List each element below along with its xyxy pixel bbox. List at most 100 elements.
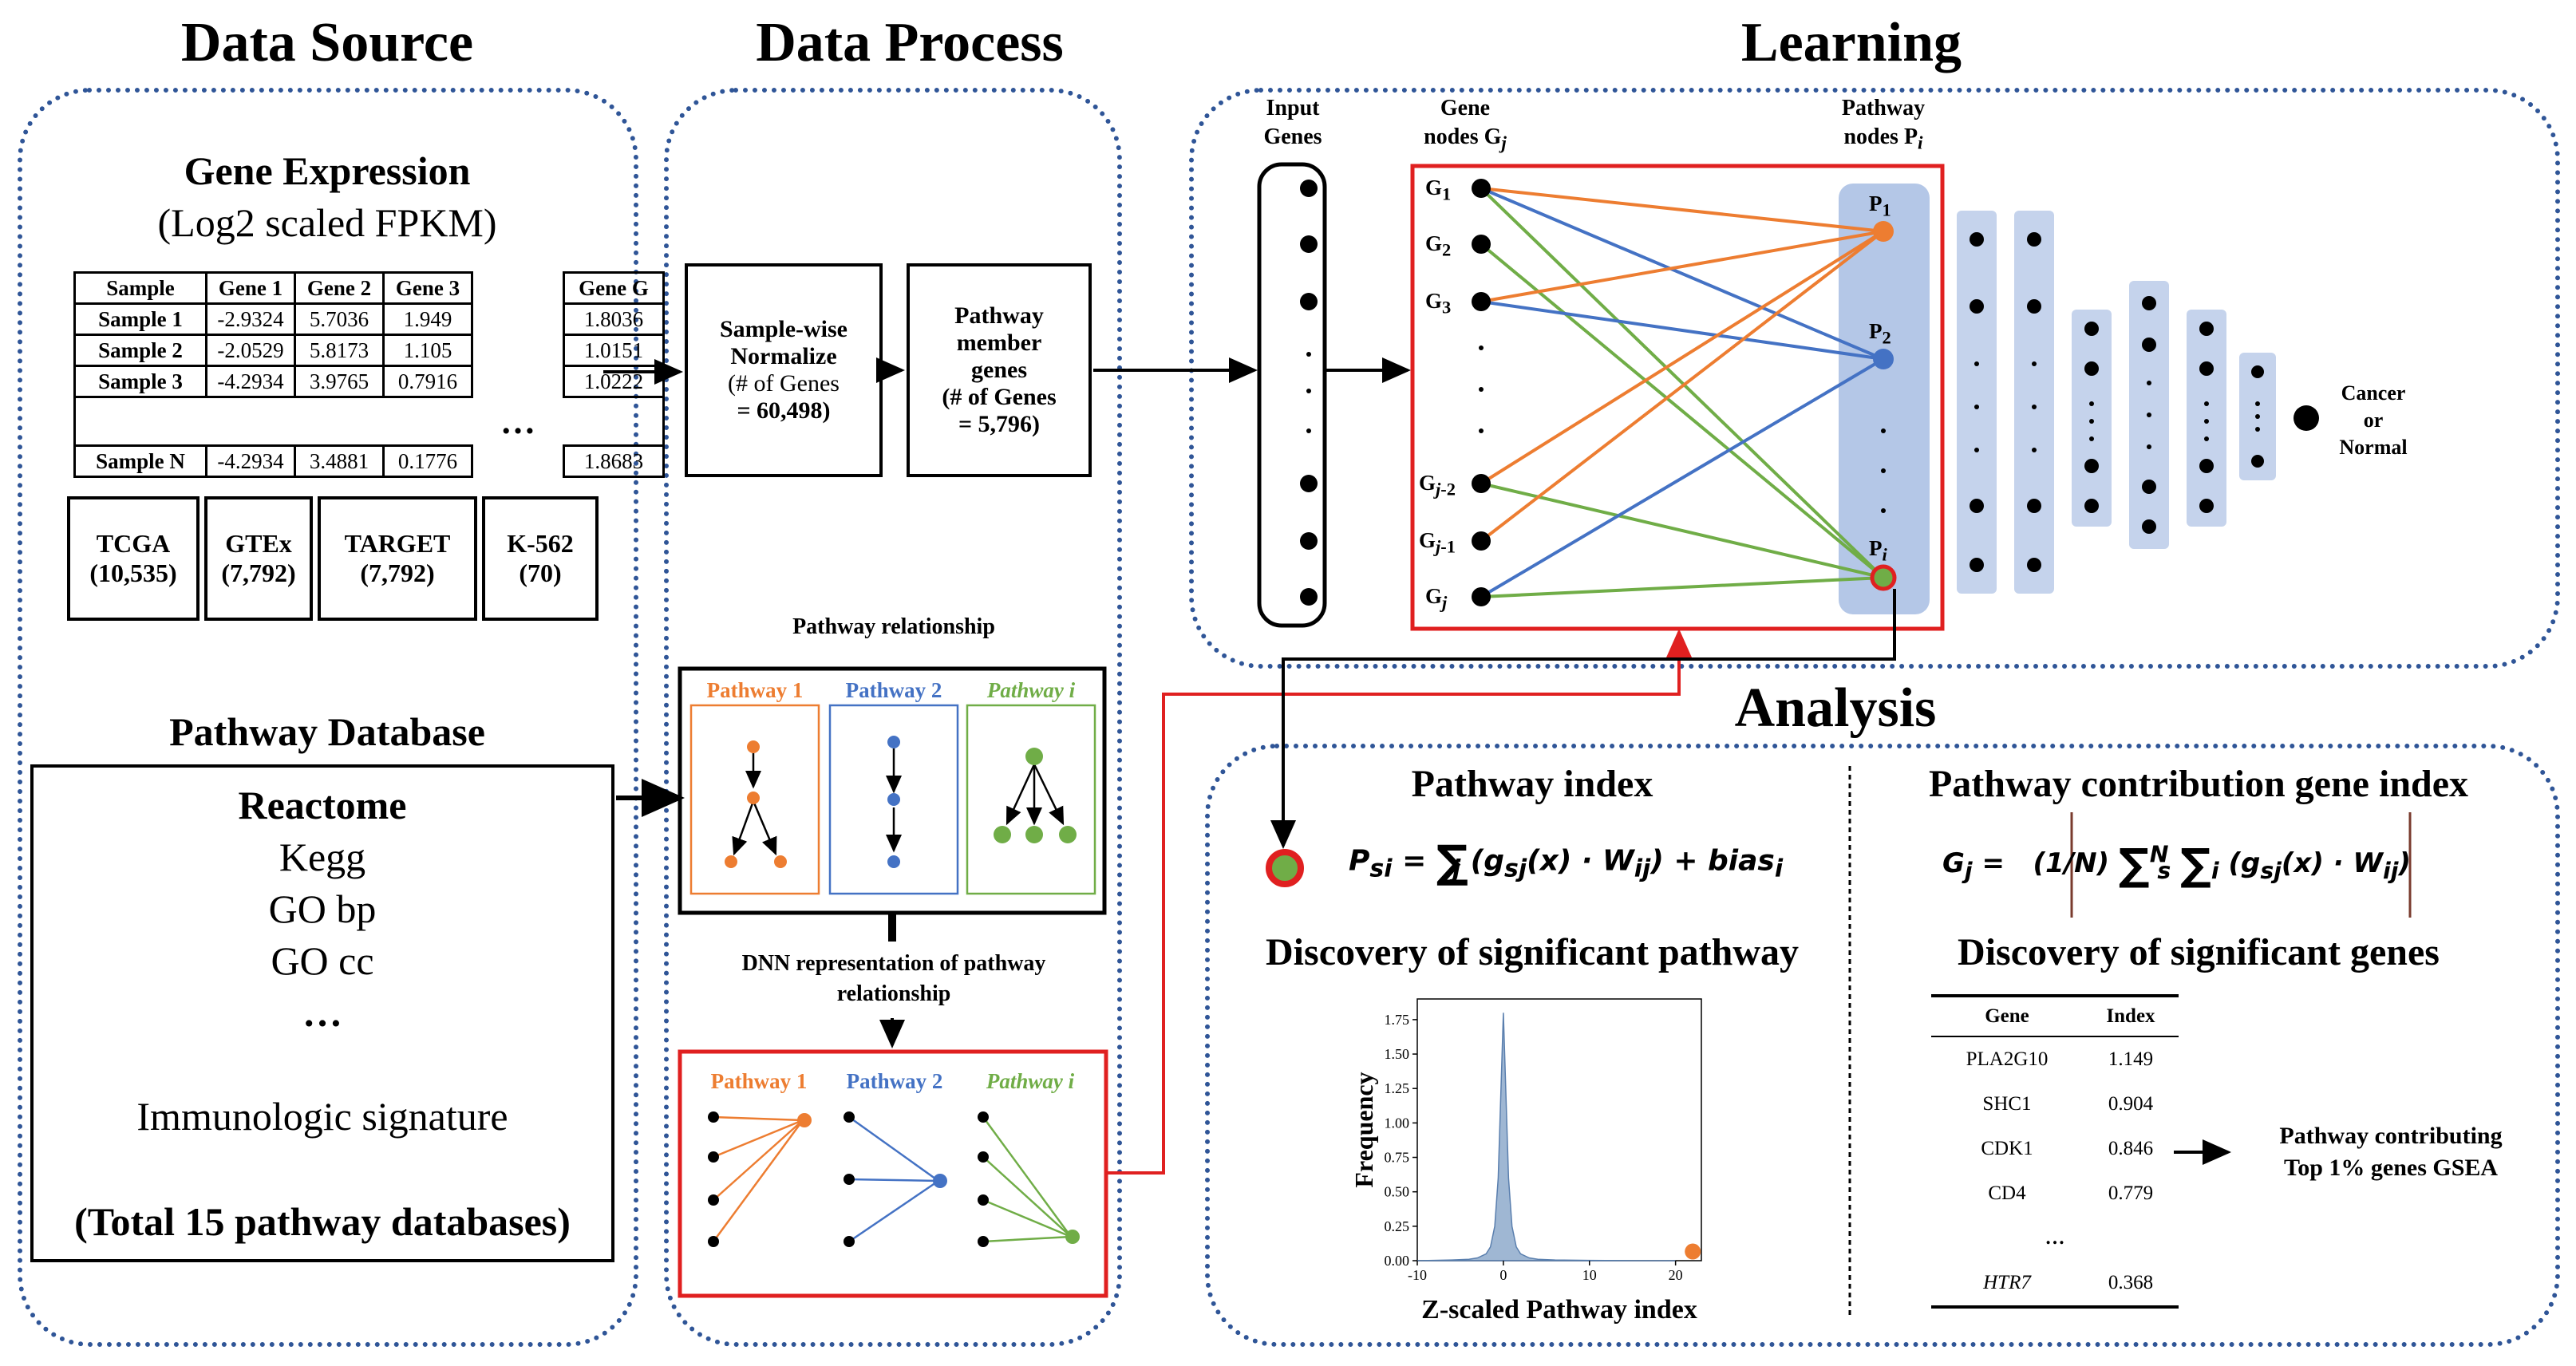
hidden-layer-nodes [1970, 232, 2319, 572]
red-connector [1108, 629, 1692, 1175]
gene-nodes [1472, 179, 1491, 606]
y-tick-label: 0.50 [1385, 1184, 1410, 1200]
db-item: Kegg [279, 835, 366, 879]
pathway-relationship-title: Pathway relationship [792, 614, 995, 639]
dnn-pathway-1 [712, 1115, 804, 1242]
pathway-index-title: Pathway index [1411, 763, 1653, 805]
col-header: Index [2083, 994, 2179, 1037]
x-tick-label: 10 [1582, 1267, 1597, 1283]
member-genes-box: Pathway member genes (# of Genes = 5,796… [907, 263, 1092, 477]
y-tick-label: 0.75 [1385, 1150, 1410, 1166]
gene-node-label: Gj [1425, 584, 1448, 613]
analysis-title: Analysis [1734, 677, 1937, 739]
dnn-pathway-i [982, 1116, 1073, 1243]
dnn-representation-box [678, 1049, 1108, 1298]
db-item: Immunologic signature [136, 1094, 508, 1139]
pathway-node-label: Pi [1869, 536, 1887, 565]
db-total: (Total 15 pathway databases) [74, 1199, 571, 1244]
pathway-i-label: Pathway i [986, 678, 1076, 702]
dnn-pathway-2 [848, 1115, 939, 1243]
y-tick-label: 0.25 [1385, 1218, 1410, 1234]
input-genes-box [1257, 162, 1327, 628]
gene-index-formula: Gj = (1/N) ∑Ns ∑i (gsj(x) · Wij) [1942, 839, 2411, 890]
db-item: Reactome [238, 783, 407, 827]
source-k562: K-562(70) [482, 496, 599, 621]
data-source-title: Data Source [180, 12, 474, 73]
hidden-layers [1957, 211, 2276, 594]
relationship-box [678, 666, 1107, 915]
pathway-nodes-label: Pathway nodes Pi [1841, 96, 1926, 154]
pathway-database-title: Pathway Database [169, 709, 485, 754]
y-tick-label: 1.00 [1385, 1115, 1410, 1131]
db-item: GO cc [271, 938, 374, 983]
dnn-title-2: relationship [836, 981, 951, 1006]
gene-pathway-layer-box [1410, 164, 1945, 631]
data-process-panel [664, 88, 1122, 1347]
source-gtex: GTEx(7,792) [204, 496, 313, 621]
gene-node-label: G3 [1425, 289, 1452, 318]
db-item: GO bp [268, 886, 377, 931]
gene-nodes-label: Gene nodes Gj [1424, 96, 1507, 154]
arrow-pathway-to-index [1270, 589, 1896, 849]
pathway-node-label: P1 [1869, 191, 1891, 220]
gene-expression-subtitle: (Log2 scaled FPKM) [157, 200, 497, 245]
pathway-index-node [1266, 849, 1304, 887]
dnn-pathway-1-label: Pathway 1 [710, 1069, 808, 1093]
gene-pathway-edges [1480, 187, 1885, 598]
density-area [1416, 1013, 1676, 1261]
pathway-database-box [30, 764, 614, 1262]
table-row: Sample 3 -4.2934 3.9765 0.7916 1.0222 [73, 365, 665, 398]
plot-frame [1416, 998, 1702, 1261]
contribution-title: Pathway contribution gene index [1928, 763, 2469, 805]
normalize-box: Sample-wise Normalize (# of Genes = 60,4… [685, 263, 883, 477]
dnn-title-1: DNN representation of pathway [741, 951, 1046, 976]
col-header: Gene 2 [294, 271, 385, 305]
table-row: Sample 2 -2.0529 5.8173 1.105 1.0151 [73, 334, 665, 367]
pathway-2-label: Pathway 2 [845, 678, 942, 702]
col-header: Gene 3 [382, 271, 473, 305]
pathway-1-graph [732, 753, 777, 856]
source-target: TARGET(7,792) [318, 496, 477, 621]
y-tick-label: 0.00 [1385, 1253, 1410, 1269]
pathway-node-label: P2 [1869, 319, 1891, 348]
pathway-i-graph [1006, 764, 1065, 826]
col-header: Gene G [563, 271, 665, 305]
gene-node-label: G2 [1425, 231, 1452, 260]
pathway-1-label: Pathway 1 [706, 678, 804, 702]
x-axis-label: Z-scaled Pathway index [1421, 1295, 1697, 1325]
table-row: Sample 1 -2.9324 5.7036 1.949 1.8036 [73, 302, 665, 336]
x-tick-label: 0 [1499, 1267, 1507, 1283]
table-ellipsis: … [500, 401, 535, 441]
gene-node-label: Gj-2 [1419, 471, 1456, 499]
data-source-panel [18, 88, 638, 1347]
col-header: Sample [73, 271, 207, 305]
col-header: Gene 1 [205, 271, 296, 305]
x-tick-label: 20 [1669, 1267, 1683, 1283]
discovery-pathway-title: Discovery of significant pathway [1266, 931, 1799, 973]
input-gene-nodes [1300, 180, 1318, 606]
table-row: … [2045, 1227, 2065, 1249]
gene-node-label: Gj-1 [1419, 528, 1456, 557]
pathway-nodes [1870, 221, 1897, 591]
analysis-panel [1205, 744, 2560, 1347]
discovery-genes-title: Discovery of significant genes [1958, 931, 2440, 973]
data-process-title: Data Process [756, 12, 1064, 73]
col-header: Gene [1931, 994, 2083, 1037]
gene-expression-title: Gene Expression [184, 148, 471, 193]
y-tick-label: 1.75 [1385, 1012, 1410, 1028]
dnn-pathway-i-label: Pathway i [986, 1069, 1075, 1093]
highlight-point [1685, 1243, 1701, 1260]
learning-title: Learning [1740, 12, 1962, 73]
learning-panel [1189, 88, 2560, 669]
y-tick-label: 1.50 [1385, 1046, 1410, 1062]
